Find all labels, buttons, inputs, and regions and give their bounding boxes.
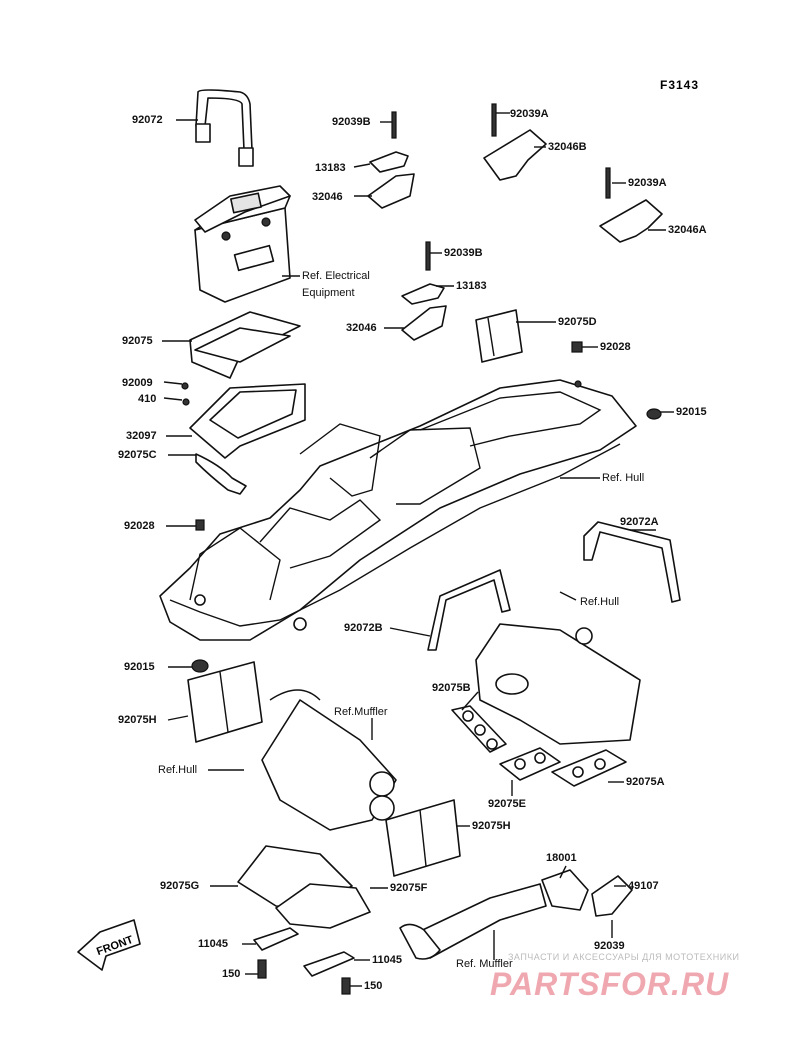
- label-18001: 18001: [546, 852, 577, 864]
- label-32046A: 32046A: [668, 224, 707, 236]
- pads-92075G-F: [237, 845, 371, 929]
- clamps-11045: [253, 927, 355, 977]
- bracket-32046-mid: [401, 305, 447, 341]
- watermark-logo: PARTSFOR.RU: [490, 966, 730, 1002]
- exhaust-pipe: [399, 869, 633, 960]
- leader-lines: [162, 112, 674, 987]
- label-150-left: 150: [222, 968, 241, 980]
- label-ref-electrical: Ref. Electrical: [302, 270, 370, 282]
- label-92072B: 92072B: [344, 622, 383, 634]
- label-92075B: 92075B: [432, 682, 471, 694]
- label-ref-hull-2: Ref.Hull: [580, 596, 620, 608]
- label-11045-left: 11045: [198, 938, 228, 950]
- battery: [194, 185, 291, 303]
- label-32046-2: 32046: [346, 322, 377, 334]
- front-arrow-shape: [77, 919, 141, 971]
- label-150-right: 150: [364, 980, 383, 992]
- label-13183-2: 13183: [456, 280, 487, 292]
- label-ref-muffler-2: Ref. Muffler: [456, 958, 513, 970]
- label-13183-top: 13183: [315, 162, 346, 174]
- hull: [159, 379, 637, 641]
- label-92075F: 92075F: [390, 882, 428, 894]
- label-92075H-left: 92075H: [118, 714, 157, 726]
- strap-92075C: [195, 453, 247, 495]
- bracket-32046-top: [367, 173, 415, 209]
- label-ref-muffler-1: Ref.Muffler: [334, 706, 388, 718]
- pads-92075H: [187, 661, 461, 877]
- label-32097: 32097: [126, 430, 157, 442]
- label-92009: 92009: [122, 377, 153, 389]
- label-92075A: 92075A: [626, 776, 665, 788]
- label-ref-hull-3: Ref.Hull: [158, 764, 198, 776]
- label-32046B: 32046B: [548, 141, 587, 153]
- label-92075E: 92075E: [488, 798, 526, 810]
- label-92039A-2: 92039A: [628, 177, 667, 189]
- tank: [475, 623, 641, 745]
- bracket-32046B: [483, 129, 547, 181]
- label-92039B-2: 92039B: [444, 247, 483, 259]
- label-92075C: 92075C: [118, 449, 157, 461]
- label-92039A-top: 92039A: [510, 108, 549, 120]
- figure-number: F3143: [660, 78, 700, 92]
- label-92015-right: 92015: [676, 406, 707, 418]
- label-92075D: 92075D: [558, 316, 597, 328]
- label-ref-equipment: Equipment: [302, 287, 355, 299]
- handle-92072B: [427, 569, 511, 651]
- label-410: 410: [138, 393, 157, 405]
- watermark-tagline: ЗАПЧАСТИ И АКСЕССУАРЫ ДЛЯ МОТОТЕХНИКИ: [508, 952, 740, 962]
- muffler: [261, 689, 397, 831]
- label-92075: 92075: [122, 335, 153, 347]
- label-92072: 92072: [132, 114, 163, 126]
- battery-box-32097: [181, 382, 306, 459]
- label-92039B-top: 92039B: [332, 116, 371, 128]
- handle-92072A: [583, 521, 681, 603]
- label-92039: 92039: [594, 940, 625, 952]
- label-ref-hull-1: Ref. Hull: [602, 472, 645, 484]
- label-49107: 49107: [628, 880, 659, 892]
- label-92028-top: 92028: [600, 341, 631, 353]
- plate-13183-mid: [401, 283, 445, 305]
- plate-13183-top: [369, 151, 409, 173]
- label-11045-right: 11045: [372, 954, 402, 966]
- label-92015-left: 92015: [124, 661, 155, 673]
- label-92075G: 92075G: [160, 880, 200, 892]
- pad-92075: [189, 311, 301, 379]
- label-32046-top: 32046: [312, 191, 343, 203]
- label-92072A: 92072A: [620, 516, 659, 528]
- label-92075H-right: 92075H: [472, 820, 511, 832]
- label-92028-left: 92028: [124, 520, 155, 532]
- handle-92072: [195, 89, 254, 167]
- bracket-32046A: [599, 199, 663, 243]
- gaskets: [451, 705, 627, 787]
- pad-92075D: [475, 309, 523, 363]
